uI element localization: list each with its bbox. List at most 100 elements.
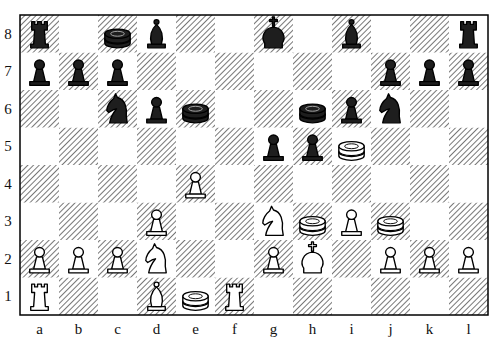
light-square bbox=[176, 203, 215, 241]
piece-part bbox=[307, 144, 319, 156]
light-square bbox=[215, 240, 254, 278]
piece-part bbox=[31, 22, 49, 48]
light-square bbox=[137, 240, 176, 278]
white-checker bbox=[300, 217, 325, 236]
piece-part bbox=[342, 119, 362, 123]
file-label: d bbox=[153, 322, 161, 337]
rank-label: 3 bbox=[4, 214, 12, 229]
piece-part bbox=[30, 82, 50, 86]
dark-square bbox=[20, 165, 59, 203]
light-square bbox=[59, 240, 98, 278]
dark-square bbox=[20, 240, 59, 278]
dark-square bbox=[215, 53, 254, 91]
dark-square bbox=[332, 90, 371, 128]
piece-part bbox=[268, 257, 280, 269]
white-pawn bbox=[420, 248, 440, 273]
piece-part bbox=[269, 135, 279, 144]
light-square bbox=[98, 203, 137, 241]
dark-square bbox=[176, 240, 215, 278]
piece-part bbox=[146, 244, 166, 273]
dark-square bbox=[371, 278, 410, 316]
dark-square bbox=[371, 203, 410, 241]
black-pawn bbox=[342, 98, 362, 123]
dark-square bbox=[449, 278, 488, 316]
black-pawn bbox=[69, 60, 89, 85]
piece-part bbox=[152, 210, 162, 219]
piece-part bbox=[183, 292, 208, 301]
light-square bbox=[410, 203, 449, 241]
piece-part bbox=[378, 217, 403, 226]
dark-square bbox=[410, 90, 449, 128]
board-border bbox=[20, 15, 488, 315]
file-label: k bbox=[426, 322, 434, 337]
piece-part bbox=[31, 284, 49, 310]
piece-part bbox=[183, 104, 208, 113]
piece-part bbox=[147, 119, 167, 123]
light-square bbox=[332, 53, 371, 91]
piece-part bbox=[345, 144, 359, 149]
light-square bbox=[254, 53, 293, 91]
piece-part bbox=[308, 135, 318, 144]
piece-part bbox=[69, 82, 89, 86]
light-square bbox=[176, 53, 215, 91]
light-square bbox=[332, 278, 371, 316]
light-square bbox=[410, 128, 449, 166]
light-square bbox=[137, 165, 176, 203]
dark-square bbox=[98, 240, 137, 278]
light-square bbox=[332, 128, 371, 166]
piece-part bbox=[34, 69, 46, 81]
piece-part bbox=[420, 269, 440, 273]
white-pawn bbox=[147, 210, 167, 235]
light-square bbox=[176, 128, 215, 166]
piece-part bbox=[191, 173, 201, 182]
light-square bbox=[371, 15, 410, 53]
piece-part bbox=[264, 157, 284, 161]
piece-part bbox=[381, 82, 401, 86]
dark-square bbox=[332, 15, 371, 53]
light-square bbox=[254, 278, 293, 316]
piece-part bbox=[346, 219, 358, 231]
dark-square bbox=[449, 203, 488, 241]
piece-part bbox=[339, 142, 364, 151]
piece-part bbox=[381, 269, 401, 273]
piece-part bbox=[189, 294, 203, 299]
piece-part bbox=[107, 94, 127, 123]
white-knight bbox=[263, 206, 283, 235]
dark-square bbox=[215, 203, 254, 241]
piece-part bbox=[386, 60, 396, 69]
file-label: b bbox=[75, 322, 83, 337]
piece-part bbox=[464, 60, 474, 69]
piece-part bbox=[263, 27, 284, 48]
dark-square bbox=[332, 165, 371, 203]
light-square bbox=[59, 165, 98, 203]
light-square bbox=[254, 128, 293, 166]
dark-square bbox=[215, 128, 254, 166]
rank-label: 2 bbox=[4, 251, 12, 266]
piece-part bbox=[425, 248, 435, 257]
piece-part bbox=[113, 248, 123, 257]
file-label: c bbox=[114, 322, 121, 337]
piece-part bbox=[69, 269, 89, 273]
piece-part bbox=[35, 248, 45, 257]
piece-part bbox=[385, 69, 397, 81]
piece-part bbox=[420, 82, 440, 86]
white-bishop bbox=[148, 282, 166, 310]
piece-part bbox=[459, 82, 479, 86]
light-square bbox=[449, 15, 488, 53]
dark-square bbox=[59, 203, 98, 241]
light-square bbox=[449, 90, 488, 128]
piece-part bbox=[111, 31, 125, 36]
dark-square bbox=[98, 15, 137, 53]
file-label: a bbox=[36, 322, 43, 337]
black-checker bbox=[105, 29, 130, 48]
white-checker bbox=[183, 292, 208, 311]
light-square bbox=[293, 90, 332, 128]
white-checker bbox=[339, 142, 364, 161]
rank-label: 7 bbox=[4, 64, 12, 79]
dark-square bbox=[254, 165, 293, 203]
dark-square bbox=[332, 240, 371, 278]
black-pawn bbox=[108, 60, 128, 85]
piece-part bbox=[300, 217, 325, 226]
white-pawn bbox=[459, 248, 479, 273]
